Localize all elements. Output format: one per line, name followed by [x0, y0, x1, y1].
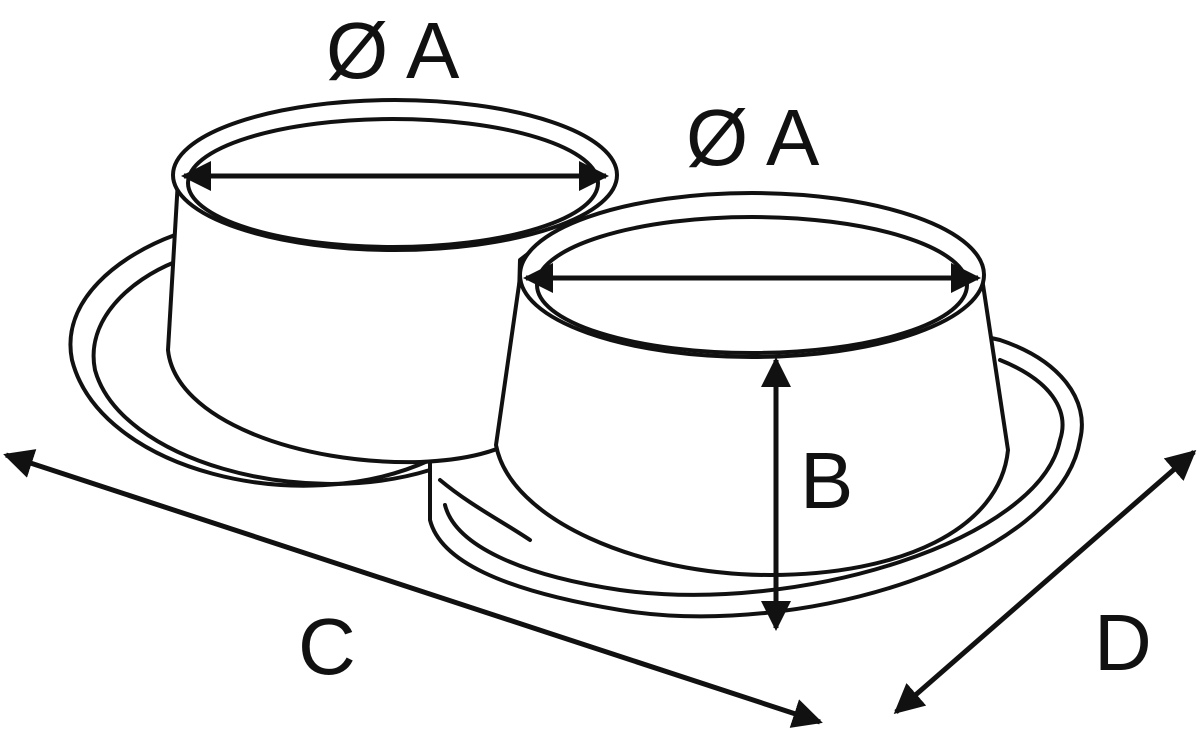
label-depth: D: [1094, 598, 1152, 687]
bowl-right: [494, 191, 1010, 577]
label-height: B: [800, 436, 853, 525]
dimension-arrow-length: [3, 449, 823, 728]
label-diameter-right: Ø A: [686, 93, 820, 182]
label-diameter-left: Ø A: [326, 6, 460, 95]
dimension-arrow-depth: [893, 450, 1197, 714]
label-length: C: [298, 602, 356, 691]
